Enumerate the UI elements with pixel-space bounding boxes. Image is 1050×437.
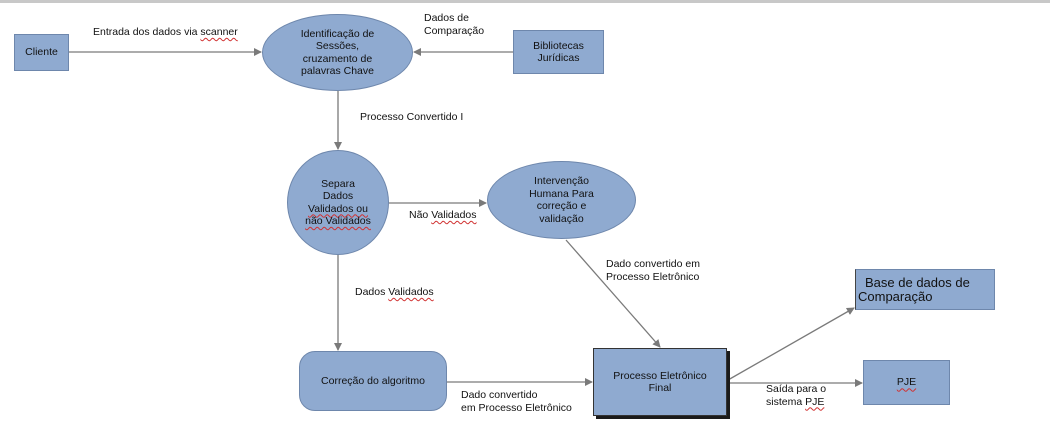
node-correcao-label: Correção do algoritmo [321,374,425,387]
arrow-processo-final-to-base-dados [727,307,855,381]
node-processo-eletronico-final[interactable]: Processo Eletrônico Final [593,348,727,416]
label-dado-convertido-bottom: Dado convertido em Processo Eletrônico [461,389,572,414]
node-bibliotecas-line-2: Jurídicas [537,52,580,64]
label-entrada-dados: Entrada dos dados via scanner [93,26,238,39]
label-dados-validados-word: Validados [388,286,434,298]
label-dado-convertido-top: Dado convertido em Processo Eletrônico [606,258,700,283]
label-processo-convertido-text: Processo Convertido I [360,111,464,123]
node-intervencao-line-4: validação [539,212,584,225]
node-bibliotecas-line-1: Bibliotecas [533,39,584,52]
node-identificacao-sessoes[interactable]: Identificação de Sessões, cruzamento de … [262,14,413,91]
node-separa-line-4: não Validados [305,215,371,227]
node-bibliotecas-juridicas[interactable]: Bibliotecas Jurídicas [513,30,604,74]
node-base-dados-comparacao[interactable]: Base de dados de Comparação [855,269,995,310]
label-dado-convertido-bottom-line-2: em Processo Eletrônico [461,401,572,414]
node-intervencao-humana[interactable]: Intervenção Humana Para correção e valid… [487,161,636,239]
node-intervencao-line-1: Intervenção [534,175,589,187]
label-dados-validados-text: Dados [355,286,389,298]
label-dados-comparacao: Dados de Comparação [424,12,484,37]
label-saida-pje: PJE [805,395,825,408]
node-identificacao-line-2: Sessões, [315,40,360,52]
node-identificacao-line-4: palavras Chave [301,65,374,77]
node-pje-label: PJE [896,376,917,389]
node-base-dados-line-1: Base de dados de [865,274,970,290]
arrow-intervencao-to-processo-final [565,239,661,348]
label-nao-validados: Não Validados [409,209,477,222]
node-pje[interactable]: PJE [863,360,950,405]
label-saida-line-2: sistema PJE [766,396,826,409]
label-processo-convertido: Processo Convertido I [360,111,463,124]
label-nao-validados-word: Validados [431,209,477,221]
node-separa-line-2: Dados [322,190,354,202]
node-cliente-label: Cliente [25,46,58,59]
node-base-dados-line-2: Comparação [858,288,933,304]
node-cliente[interactable]: Cliente [14,34,69,71]
label-entrada-dados-scanner: scanner [200,26,238,38]
label-saida-line-2-text: sistema [766,395,806,408]
label-dados-comparacao-line-2: Comparação [424,24,485,37]
node-processo-final-line-1: Processo Eletrônico [613,369,707,382]
label-dado-convertido-top-line-1: Dado convertido em [606,258,700,270]
node-separa-dados[interactable]: Separa Dados Validados ou não Validados [287,150,389,255]
node-processo-final-line-2: Final [648,382,672,394]
label-saida-sistema: Saída para o sistema PJE [766,383,826,408]
node-intervencao-line-2: Humana Para [529,187,594,200]
node-separa-line-1: Separa [321,177,355,190]
label-nao-validados-text: Não [409,209,432,221]
label-dado-convertido-bottom-line-1: Dado convertido [461,389,538,401]
label-dados-comparacao-line-1: Dados de [424,12,469,24]
label-saida-line-1: Saída para o [766,383,827,395]
node-identificacao-line-3: cruzamento de [302,52,373,65]
label-entrada-dados-text: Entrada dos dados via [93,26,201,38]
label-dado-convertido-top-line-2: Processo Eletrônico [606,270,700,283]
node-intervencao-line-3: correção e [536,200,587,212]
node-correcao-algoritmo[interactable]: Correção do algoritmo [299,351,447,411]
node-identificacao-line-1: Identificação de [300,27,375,40]
label-dados-validados: Dados Validados [355,286,434,299]
top-border-line [0,0,1050,3]
node-separa-line-3: Validados ou [308,202,368,215]
